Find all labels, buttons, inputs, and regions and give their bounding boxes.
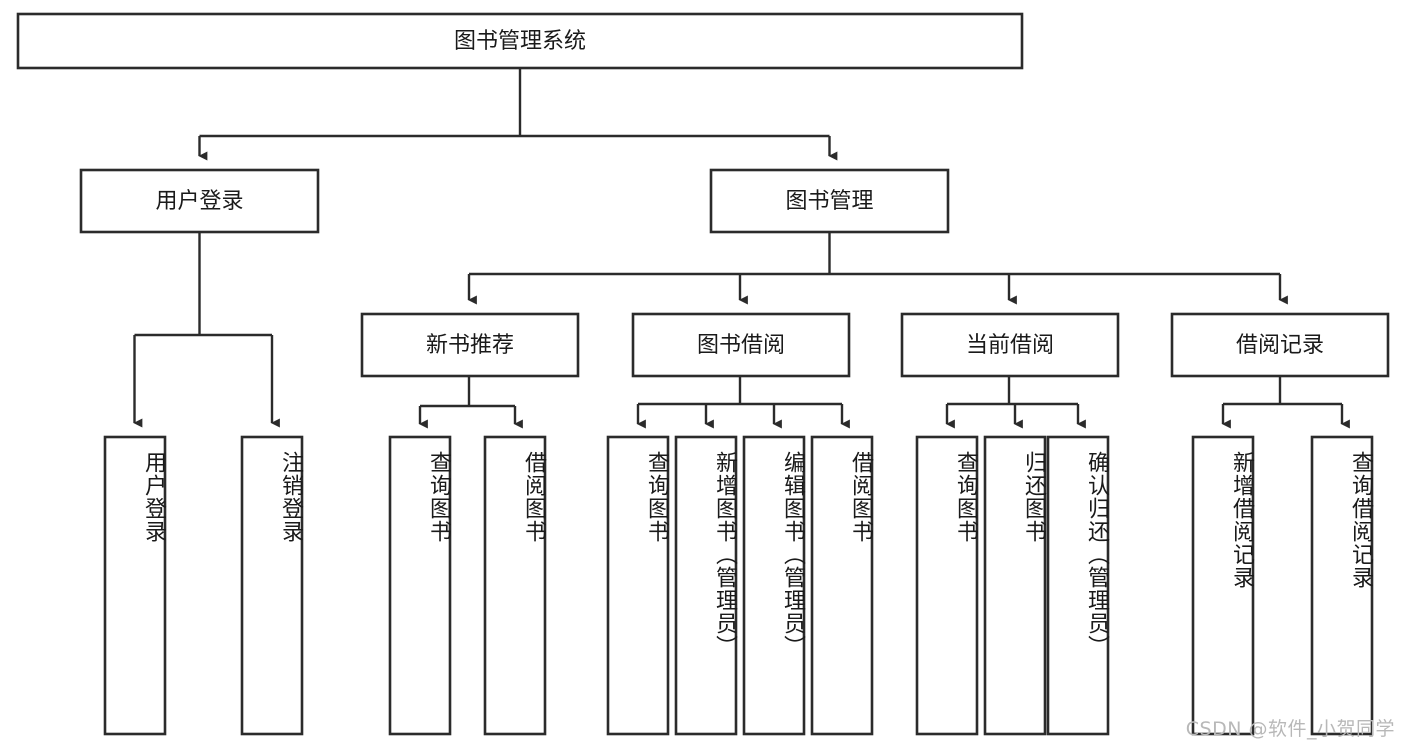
node-leaf-confirm-return-rect[interactable] — [1046, 435, 1110, 736]
node-book-manage-label: 图书管理 — [785, 189, 873, 214]
node-root-label: 图书管理系统 — [454, 29, 586, 54]
connector-group-borrow-record — [1221, 376, 1350, 429]
node-leaf-query-borrow-record-rect[interactable] — [1310, 435, 1374, 736]
node-user-login[interactable]: 用户登录 — [79, 168, 320, 234]
node-root[interactable]: 图书管理系统 — [16, 12, 1024, 70]
node-leaf-borrow-book-1-rect[interactable] — [483, 435, 547, 736]
watermark-text: CSDN @软件_小贺同学 — [1185, 718, 1395, 740]
node-leaf-return-book-rect[interactable] — [983, 435, 1047, 736]
node-leaf-query-book-3-rect[interactable] — [915, 435, 979, 736]
node-leaf-user-login-rect[interactable] — [103, 435, 167, 736]
connector-group-current-borrow — [945, 376, 1086, 429]
node-borrow-record-label: 借阅记录 — [1236, 333, 1324, 358]
node-leaf-add-borrow-record-rect[interactable] — [1191, 435, 1255, 736]
connector-group-new-book-recommend — [418, 376, 523, 429]
node-borrow-record[interactable]: 借阅记录 — [1170, 312, 1390, 378]
node-user-login-rect[interactable] — [79, 168, 320, 234]
node-leaf-user-logout-rect[interactable] — [240, 435, 304, 736]
connector-group-book-manage — [467, 232, 1288, 305]
node-leaf-add-book-rect[interactable] — [674, 435, 738, 736]
connector-group-book-borrow — [636, 376, 850, 429]
node-root-rect[interactable] — [16, 12, 1024, 70]
node-leaf-query-book-2-rect[interactable] — [606, 435, 670, 736]
node-new-book-recommend-rect[interactable] — [360, 312, 580, 378]
node-user-login-label: 用户登录 — [155, 189, 243, 214]
node-book-borrow-label: 图书借阅 — [697, 333, 785, 358]
node-current-borrow[interactable]: 当前借阅 — [900, 312, 1120, 378]
node-book-manage[interactable]: 图书管理 — [709, 168, 950, 234]
node-borrow-record-rect[interactable] — [1170, 312, 1390, 378]
connector-group-user-login — [133, 232, 280, 428]
node-leaf-borrow-book-2-rect[interactable] — [810, 435, 874, 736]
leaf-rect-group — [103, 435, 1374, 736]
node-current-borrow-label: 当前借阅 — [966, 333, 1054, 358]
node-book-borrow-rect[interactable] — [631, 312, 851, 378]
node-current-borrow-rect[interactable] — [900, 312, 1120, 378]
node-book-manage-rect[interactable] — [709, 168, 950, 234]
connector-group-root — [198, 68, 838, 161]
node-new-book-recommend-label: 新书推荐 — [426, 333, 514, 358]
node-leaf-query-book-1-rect[interactable] — [388, 435, 452, 736]
node-new-book-recommend[interactable]: 新书推荐 — [360, 312, 580, 378]
node-book-borrow[interactable]: 图书借阅 — [631, 312, 851, 378]
node-leaf-edit-book-rect[interactable] — [742, 435, 806, 736]
